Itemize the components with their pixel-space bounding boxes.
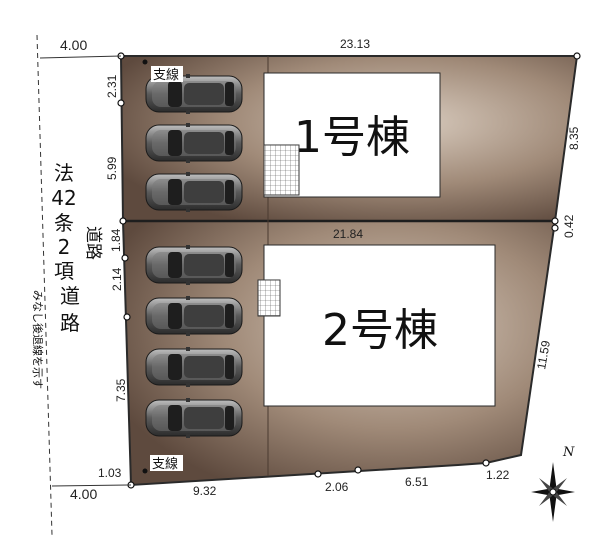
- car-7: [145, 397, 243, 439]
- vertex: [123, 313, 131, 321]
- building-1-label: 1号棟: [294, 112, 410, 163]
- vertex-markers: [117, 52, 581, 489]
- dim-bottom-2: 2.06: [325, 480, 349, 494]
- branch-line-label-bg-top: [151, 66, 183, 82]
- branch-line-label-bg-bottom: [150, 455, 183, 471]
- branch-line-post-bottom: [142, 468, 148, 474]
- car-2: [145, 122, 243, 164]
- road-label-char: 道: [60, 284, 80, 308]
- vertex: [117, 99, 125, 107]
- road-label-char: 法: [54, 161, 74, 185]
- road-label-char: 42: [51, 186, 76, 210]
- dim-bottom-3: 6.51: [405, 475, 429, 489]
- terrace-1-grid: [264, 145, 299, 195]
- vertex: [551, 224, 559, 232]
- branch-line-label-bottom: 支線: [152, 456, 178, 472]
- vertex: [482, 459, 490, 467]
- dim-left-2: 5.99: [105, 156, 119, 180]
- dim-left-1: 2.31: [105, 74, 119, 98]
- dim-left-6: 1.03: [98, 466, 122, 480]
- compass-icon: [531, 462, 575, 522]
- vertex: [551, 217, 559, 225]
- dim-right-jog: 0.42: [562, 214, 576, 238]
- dim-middle-line: 21.84: [333, 227, 363, 241]
- compass-north-label: N: [562, 445, 575, 460]
- building-2: [263, 244, 496, 407]
- dim-top-edge: 23.13: [340, 37, 370, 51]
- building-2-label: 2号棟: [322, 305, 438, 356]
- dim-left-4: 2.14: [110, 267, 124, 291]
- car-5: [145, 295, 243, 337]
- setback-note: みなし後退線を示す: [31, 290, 45, 389]
- car-6: [145, 346, 243, 388]
- road-label: 法 42 条 2 項 道 路: [51, 161, 80, 335]
- setback-line: [36, 34, 53, 536]
- road-label-char: 2: [58, 235, 71, 259]
- branch-line-post-top: [142, 59, 148, 65]
- dim-right-lower: 11.59: [534, 339, 553, 370]
- dim-bottom-4: 1.22: [486, 468, 510, 482]
- terrace-2-grid: [258, 280, 280, 316]
- road-width-top: 4.00: [60, 37, 87, 53]
- dim-right-upper: 8.35: [567, 126, 581, 150]
- vertex: [354, 466, 362, 474]
- dim-left-3: 1.84: [109, 228, 123, 252]
- road-width-bottom-line: [51, 484, 132, 487]
- vertex: [573, 52, 581, 60]
- road-width-top-line: [39, 55, 122, 59]
- dim-left-5: 7.35: [114, 378, 128, 402]
- dim-bottom-1: 9.32: [193, 484, 217, 498]
- road-width-bottom: 4.00: [70, 486, 97, 502]
- vertex: [314, 470, 322, 478]
- road-label-char: 条: [54, 211, 74, 235]
- branch-line-label-top: 支線: [153, 67, 179, 83]
- road-sub-label: 道路: [83, 226, 103, 260]
- vertex: [119, 217, 127, 225]
- vertex: [121, 254, 129, 262]
- car-3: [145, 171, 243, 213]
- road-label-char: 項: [54, 259, 74, 283]
- road-label-char: 路: [60, 311, 80, 335]
- car-4: [145, 244, 243, 286]
